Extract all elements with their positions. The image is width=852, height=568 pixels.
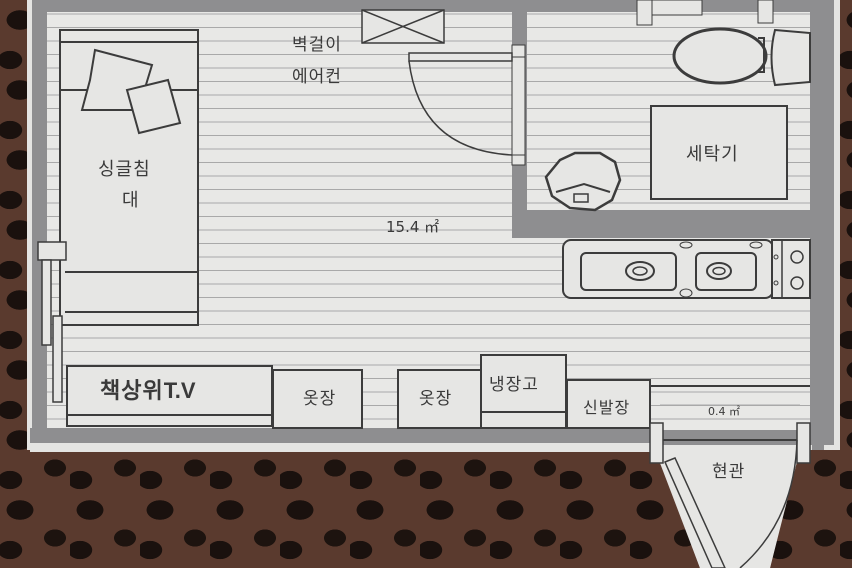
- shoe-cabinet-label: 신발장: [583, 398, 631, 417]
- washer-label: 세탁기: [686, 144, 739, 165]
- closet-1-label: 옷장: [303, 389, 337, 409]
- closet-2-label: 옷장: [419, 389, 453, 409]
- bed-label-line2: 대: [122, 190, 140, 211]
- fridge-label: 냉장고: [489, 375, 539, 395]
- desk-tv-label: 책상위T.V: [100, 373, 196, 405]
- entry-area: 0.4 ㎡: [708, 405, 740, 418]
- desk-label: 책상위: [100, 379, 164, 404]
- aircon-label-line1: 벽걸이: [292, 35, 342, 55]
- bed-label-line1: 싱글침: [98, 159, 151, 180]
- aircon-label-line2: 에어컨: [292, 67, 342, 87]
- entrance-label: 현관: [712, 462, 746, 482]
- main-room-area: 15.4 ㎡: [386, 218, 440, 236]
- tv-label: T.V: [163, 378, 196, 403]
